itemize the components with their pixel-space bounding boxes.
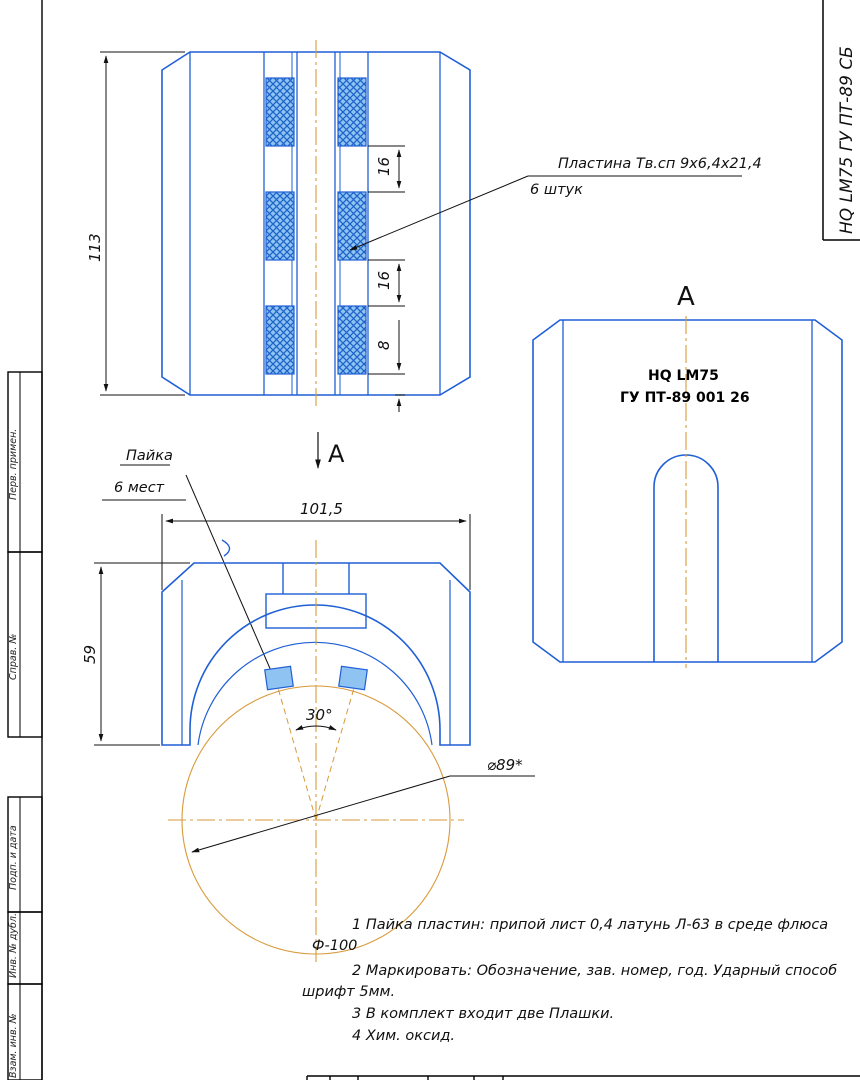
dim-16-b: 16: [375, 271, 393, 290]
leader-plate-line2: 6 штук: [530, 182, 583, 198]
leader-solder-line2: 6 мест: [114, 480, 165, 496]
diameter-89: ⌀89*: [487, 756, 523, 774]
plate-right-2: [337, 191, 367, 261]
note-1: 1 Пайка пластин: припой лист 0,4 латунь …: [352, 917, 828, 933]
note-3: 3 В комплект входит две Плашки.: [352, 1006, 614, 1022]
section-arrow-a: А: [315, 432, 345, 469]
note-2b: шрифт 5мм.: [302, 984, 395, 1000]
note-4: 4 Хим. оксид.: [352, 1028, 455, 1044]
drawing-code-box: HQ LM75 ГУ ПТ-89 СБ: [822, 0, 860, 241]
dim-113: 113: [86, 233, 104, 262]
side-label-1: Перв. примен.: [8, 429, 19, 500]
side-stamp-labels: Перв. примен. Справ. № Подп. и дата Инв.…: [8, 429, 19, 1078]
marking-line2: ГУ ПТ-89 001 26: [620, 390, 750, 406]
leader-solder: Пайка 6 мест: [102, 448, 276, 681]
leader-plate: Пластина Тв.сп 9х6,4х21,4 6 штук: [349, 156, 762, 251]
dim-8: 8: [375, 340, 393, 350]
leader-plate-line1: Пластина Тв.сп 9х6,4х21,4: [558, 156, 762, 172]
plate-right-3: [337, 305, 367, 375]
plate-left-3: [265, 305, 295, 375]
front-view: 30° ⌀89* 101,5 59: [81, 500, 535, 962]
plate-right-1: [337, 77, 367, 147]
angle-30: 30°: [306, 706, 333, 724]
dim-59: 59: [81, 645, 99, 664]
dim-101-5: 101,5: [300, 500, 343, 518]
view-letter-a: А: [677, 282, 695, 312]
side-label-5: Взам. инв. №: [8, 1013, 19, 1078]
top-view: 113 16 16 8: [86, 40, 471, 412]
front-plate-left: [264, 665, 294, 691]
note-2: 2 Маркировать: Обозначение, зав. номер, …: [352, 963, 837, 979]
left-frame: [7, 0, 43, 1081]
dim-16-a: 16: [375, 157, 393, 176]
view-a: А HQ LM75 ГУ ПТ-89 001 26: [532, 282, 843, 668]
drawing-code: HQ LM75 ГУ ПТ-89 СБ: [837, 46, 857, 234]
section-letter-a: А: [328, 440, 345, 468]
marking-line1: HQ LM75: [648, 368, 719, 384]
note-1b: Ф-100: [312, 938, 357, 954]
plate-left-2: [265, 191, 295, 261]
side-label-3: Подп. и дата: [8, 825, 19, 890]
plate-left-1: [265, 77, 295, 147]
side-label-4: Инв. № дубл.: [8, 913, 19, 978]
leader-solder-line1: Пайка: [126, 448, 173, 464]
front-plate-right: [338, 665, 368, 691]
side-label-2: Справ. №: [8, 634, 19, 680]
title-block-edge: [306, 1075, 860, 1080]
technical-notes: 1 Пайка пластин: припой лист 0,4 латунь …: [302, 917, 837, 1044]
